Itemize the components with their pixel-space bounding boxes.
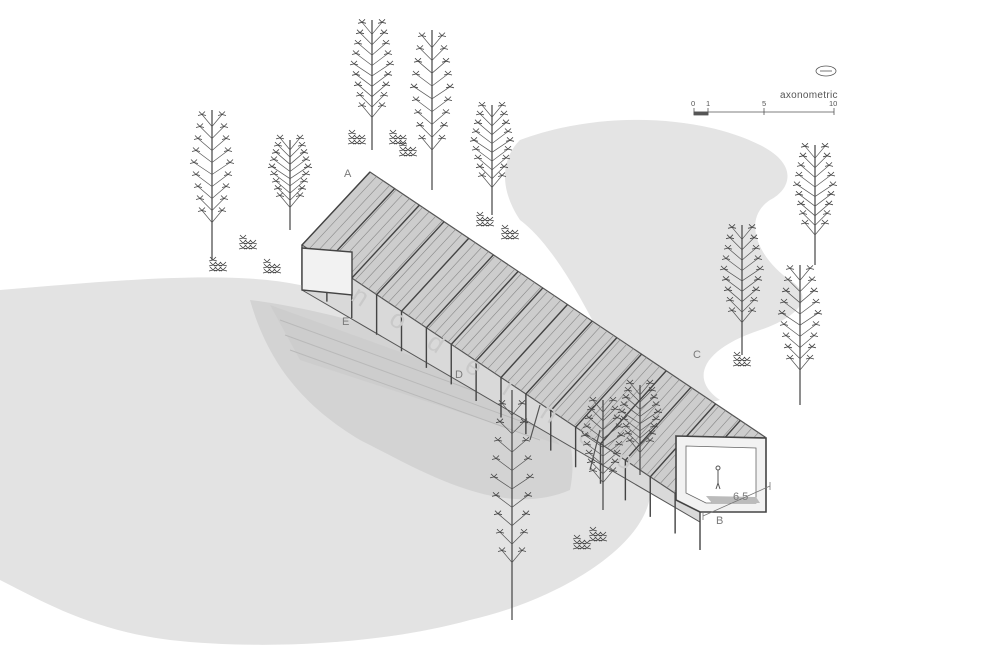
roof-plank — [454, 273, 522, 347]
roof-plank — [487, 295, 555, 369]
roof-plank — [620, 383, 687, 458]
bridge-frame — [425, 254, 494, 368]
bridge-frame — [574, 353, 643, 468]
roof-plank — [341, 198, 410, 272]
roof-plank — [361, 211, 430, 285]
bridge-frame — [400, 237, 470, 352]
roof-plank — [315, 180, 384, 255]
scale-tick-10: 10 — [829, 99, 837, 108]
roof-plank — [533, 326, 601, 400]
tree — [719, 223, 765, 355]
north-arrow-icon — [815, 65, 837, 77]
roof-plank — [460, 277, 529, 352]
tree — [617, 379, 663, 475]
roof-plank — [494, 299, 562, 374]
roof-plank — [381, 224, 450, 299]
bridge-frame — [624, 386, 692, 501]
roof-plank — [308, 176, 377, 250]
tree — [777, 264, 823, 405]
ground-plane-back — [505, 119, 803, 420]
roof-plank — [640, 397, 706, 471]
bridge-frame — [475, 287, 544, 401]
roof-plank — [573, 352, 641, 427]
bush — [238, 234, 258, 250]
bridge-frame — [450, 270, 519, 385]
roof-plank — [447, 268, 516, 343]
bush — [262, 258, 282, 274]
trees — [189, 18, 838, 620]
tree — [409, 30, 455, 190]
scale-tick-0: 0 — [691, 99, 695, 108]
roof-plank — [547, 335, 614, 409]
tree — [349, 18, 395, 150]
roof-plank — [414, 246, 483, 321]
roof-plank — [394, 233, 463, 308]
roof-plank — [520, 317, 588, 391]
roof-plank — [540, 330, 608, 405]
roof-plank — [514, 313, 581, 387]
section-marker-b: B — [716, 515, 723, 527]
bridge-frames — [301, 171, 766, 550]
scale-tick-5: 5 — [762, 99, 766, 108]
bush — [398, 141, 418, 157]
roof-plank — [427, 255, 496, 330]
tree — [792, 142, 838, 265]
bush — [475, 211, 495, 227]
roof-plank — [626, 388, 693, 462]
tree — [580, 396, 626, 510]
roof-plank — [613, 379, 680, 453]
roof-plank — [348, 202, 417, 277]
section-marker-d: D — [455, 369, 463, 381]
tree — [267, 134, 313, 230]
person-figure — [715, 465, 721, 490]
roof-plank — [321, 185, 390, 259]
roof-plank — [374, 220, 443, 294]
roof-plank — [421, 251, 489, 325]
bridge-frame — [375, 221, 445, 335]
dimension-label: 6.5 — [733, 491, 748, 503]
tree — [469, 101, 515, 215]
roof-plank — [407, 242, 476, 316]
scale-tick-1: 1 — [706, 99, 710, 108]
tree — [189, 110, 235, 260]
roof-plank — [354, 207, 423, 281]
section-marker-a: A — [344, 168, 352, 180]
roof-plank — [587, 361, 654, 436]
bush — [208, 256, 228, 272]
roof-plank — [633, 392, 700, 467]
bridge-frame — [500, 304, 569, 418]
bridge-frame — [649, 403, 717, 517]
bridge-frame — [599, 370, 667, 484]
roof-plank — [467, 282, 535, 356]
tree — [489, 390, 535, 620]
roof-plank — [567, 348, 634, 422]
bush — [388, 129, 408, 145]
bridge-frame — [550, 337, 618, 451]
roof-plank — [527, 321, 595, 396]
drawing-title: axonometric — [780, 90, 838, 101]
roof-plank — [560, 344, 627, 418]
roof-plank — [434, 260, 502, 334]
section-marker-c: C — [693, 349, 701, 361]
dimension-line — [702, 482, 771, 520]
roof-plank — [388, 229, 456, 303]
bridge-reflection — [270, 305, 560, 445]
bush — [500, 224, 520, 240]
roof-plank — [441, 264, 509, 338]
roof-plank — [507, 308, 575, 383]
roof-plank — [593, 366, 660, 440]
roof-plank — [368, 215, 437, 290]
bridge-portal-back — [301, 247, 353, 296]
section-marker-e: E — [342, 316, 349, 328]
bush — [347, 129, 367, 145]
roof-plank — [474, 286, 542, 361]
roof-plank — [480, 291, 548, 365]
bridge-deck — [706, 496, 760, 503]
scale-bar — [693, 108, 835, 116]
bridge-frame — [525, 320, 593, 435]
roof-plank — [553, 339, 621, 414]
